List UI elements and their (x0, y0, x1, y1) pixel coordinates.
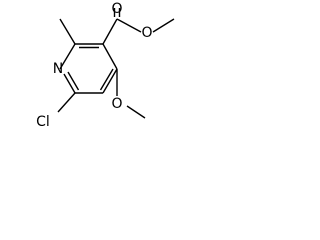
atom-label-methoxy-oxygen: O (111, 96, 122, 112)
bond-c4-c5-double (99, 68, 114, 91)
bond-c3-carbonyl-carbon (102, 18, 118, 45)
bond-ester-oxygen-methyl (152, 18, 175, 33)
molecule-diagram: N Cl O O O (36, 1, 175, 130)
bond-n1-c2 (59, 43, 76, 70)
bond-c6-n1-double (67, 71, 80, 91)
molecule-diagram-canvas: N Cl O O O (0, 0, 226, 138)
bond-c3-c4 (102, 43, 118, 70)
atom-label-ring-nitrogen: N (53, 61, 63, 77)
atom-label-ester-carbonyl-oxygen: O (111, 1, 122, 17)
bond-c6-chlorine (57, 92, 76, 113)
bond-c4-c5-single (102, 68, 118, 94)
bond-c2-methyl (59, 18, 76, 45)
bond-c6-n1-single (63, 73, 76, 94)
atom-label-ester-ether-oxygen: O (141, 25, 152, 41)
bond-methoxy-oxygen-methyl (126, 105, 146, 119)
atom-label-chlorine: Cl (36, 114, 50, 130)
bond-carbonyl-carbon-ester-oxygen (116, 18, 142, 33)
